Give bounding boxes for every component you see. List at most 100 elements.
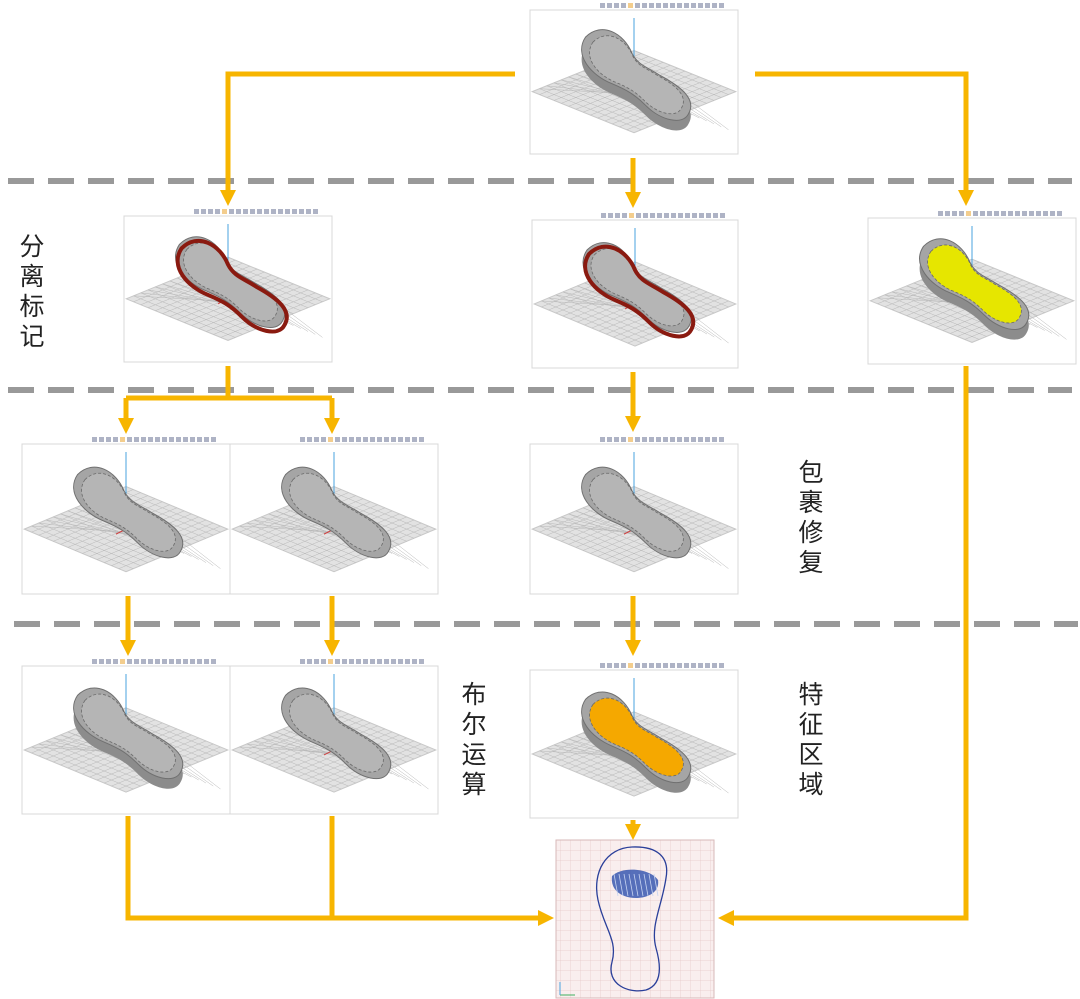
- toolbar-icon: [292, 209, 297, 214]
- toolbar-icon: [713, 213, 718, 218]
- toolbar-icon: [601, 213, 606, 218]
- toolbar-icon: [615, 213, 620, 218]
- viewport-frame: [529, 9, 739, 155]
- toolbar-icon: [677, 437, 682, 442]
- toolbar-icon: [656, 437, 661, 442]
- toolbar-icon: [120, 437, 125, 442]
- toolbar-icon: [987, 211, 992, 216]
- grid-line: [246, 743, 349, 757]
- grid-line: [246, 522, 349, 536]
- toolbar-icon: [412, 437, 417, 442]
- toolbar-icon: [719, 437, 724, 442]
- toolbar-icon: [706, 213, 711, 218]
- toolbar-icon: [169, 659, 174, 664]
- toolbar-icon: [141, 437, 146, 442]
- toolbar-icon: [1057, 211, 1062, 216]
- viewport-3d-icon: [229, 659, 439, 815]
- toolbar-icon: [952, 211, 957, 216]
- toolbar-icon: [1008, 211, 1013, 216]
- toolbar-icon: [306, 209, 311, 214]
- toolbar-icon: [720, 213, 725, 218]
- toolbar-icon: [285, 209, 290, 214]
- viewport-frame: [867, 217, 1077, 365]
- viewport-3d-icon: [21, 659, 231, 815]
- stage-label-wrap-repair: 包 裹 修 复: [798, 458, 824, 577]
- toolbar-icon: [321, 437, 326, 442]
- toolbar-icon: [980, 211, 985, 216]
- output-pattern-icon: [596, 846, 668, 992]
- toolbar-icon: [335, 659, 340, 664]
- toolbar-icon: [328, 659, 333, 664]
- toolbar-icon: [973, 211, 978, 216]
- toolbar-icon: [300, 659, 305, 664]
- toolbar-icon: [663, 3, 668, 8]
- arrow-down-icon: [324, 418, 340, 434]
- toolbar-icon: [635, 437, 640, 442]
- toolbar-icon: [671, 213, 676, 218]
- toolbar-icon: [1001, 211, 1006, 216]
- texture-stroke: [623, 873, 629, 897]
- texture-stroke: [643, 873, 649, 897]
- toolbar-icon: [600, 437, 605, 442]
- toolbar-icon: [698, 437, 703, 442]
- flow-line: [225, 71, 515, 190]
- toolbar-icon: [642, 437, 647, 442]
- toolbar-icon: [370, 659, 375, 664]
- toolbar-icon: [643, 213, 648, 218]
- toolbar-icon: [300, 437, 305, 442]
- toolbar-icon: [1036, 211, 1041, 216]
- toolbar-icon: [356, 659, 361, 664]
- toolbar-icon: [691, 437, 696, 442]
- toolbar-icon: [945, 211, 950, 216]
- toolbar-icon: [190, 437, 195, 442]
- toolbar-icon: [99, 437, 104, 442]
- toolbar-icon: [363, 437, 368, 442]
- toolbar-icon: [313, 209, 318, 214]
- viewport-3d-icon: [867, 211, 1077, 365]
- toolbar-icon: [349, 437, 354, 442]
- separation-mark-edge: [175, 238, 289, 334]
- toolbar-icon: [176, 659, 181, 664]
- toolbar-icon: [99, 659, 104, 664]
- toolbar-icon: [208, 209, 213, 214]
- stage-dividers: [8, 178, 1078, 627]
- viewport-frame: [529, 443, 739, 595]
- toolbar-icon: [204, 437, 209, 442]
- viewport-panels: [21, 3, 1077, 819]
- viewport-3d-icon: [123, 209, 333, 363]
- toolbar-icon: [663, 663, 668, 668]
- flow-line: [125, 816, 538, 921]
- toolbar-icon: [113, 659, 118, 664]
- toolbar-icon: [412, 659, 417, 664]
- viewport-3d-icon: [531, 213, 739, 369]
- toolbar-icon: [705, 3, 710, 8]
- sole-pattern: [927, 244, 1022, 324]
- viewport-frame: [529, 669, 739, 819]
- toolbar-icon: [155, 437, 160, 442]
- toolbar-icon: [335, 437, 340, 442]
- toolbar-icon: [271, 209, 276, 214]
- toolbar-icon: [148, 659, 153, 664]
- toolbar-icon: [1022, 211, 1027, 216]
- toolbar-icon: [92, 437, 97, 442]
- toolbar-icon: [600, 3, 605, 8]
- toolbar-icon: [607, 437, 612, 442]
- texture-stroke: [628, 873, 634, 897]
- arrow-left-icon: [718, 910, 734, 926]
- toolbar-icon: [106, 659, 111, 664]
- output-grid: [555, 839, 715, 999]
- toolbar-icon: [127, 437, 132, 442]
- stage-label-feature-region: 特 征 区 域: [798, 680, 824, 799]
- toolbar-icon: [257, 209, 262, 214]
- flow-line: [755, 71, 969, 190]
- sole-pattern: [81, 473, 176, 552]
- toolbar-icon: [1015, 211, 1020, 216]
- viewport-frame: [229, 665, 439, 815]
- arrow-down-icon: [324, 640, 340, 656]
- toolbar-icon: [691, 663, 696, 668]
- flow-arrows: [118, 71, 974, 926]
- toolbar-icon: [685, 213, 690, 218]
- viewport-3d-icon: [529, 437, 739, 595]
- toolbar-icon: [356, 437, 361, 442]
- toolbar-icon: [134, 437, 139, 442]
